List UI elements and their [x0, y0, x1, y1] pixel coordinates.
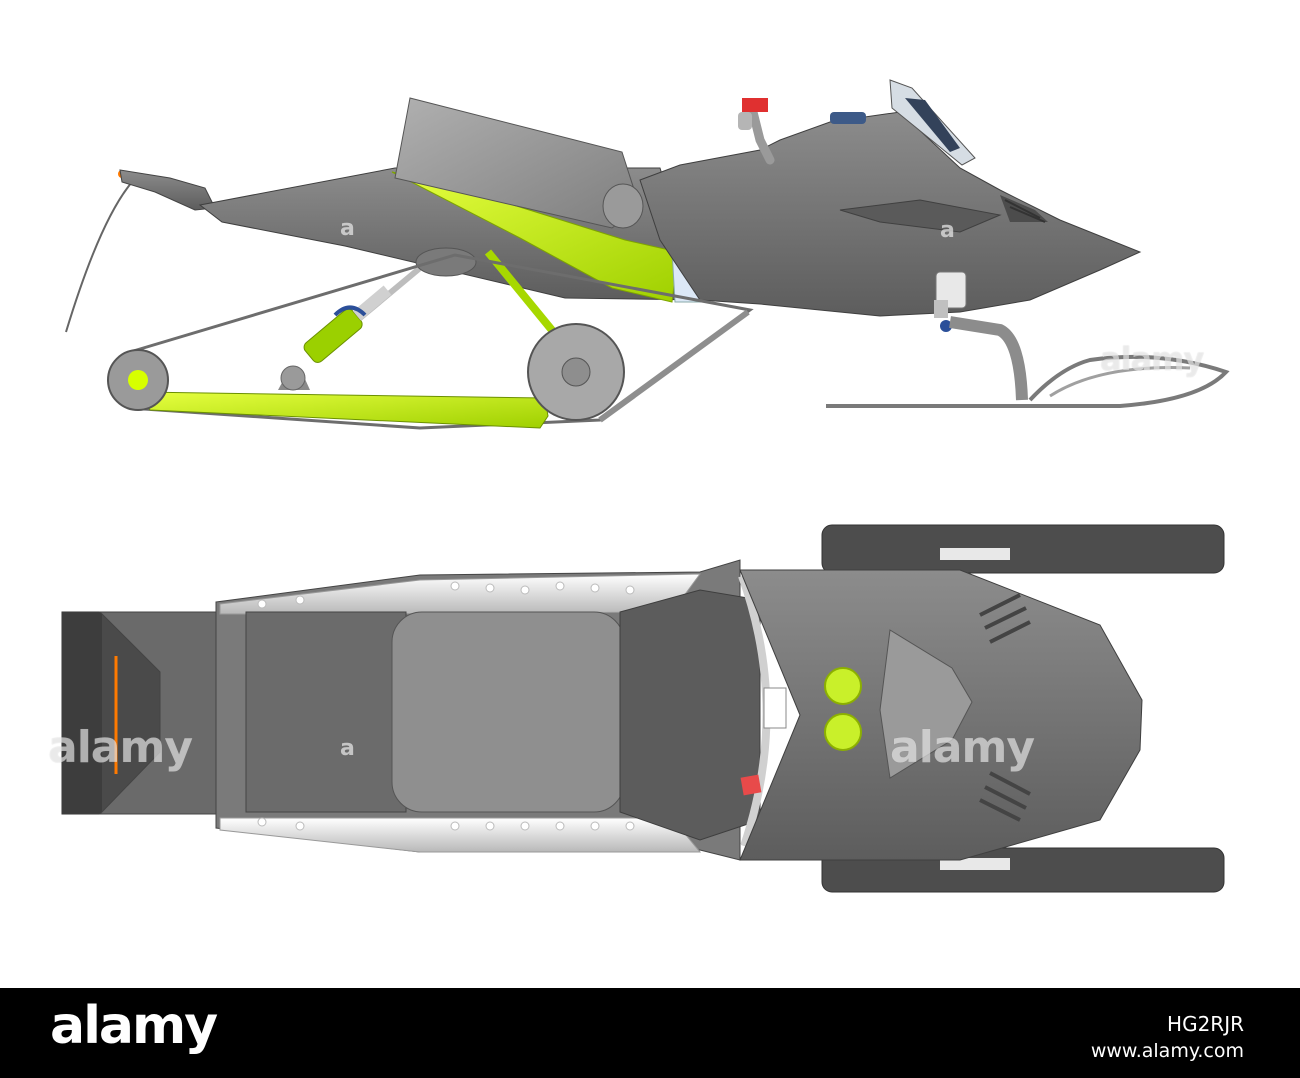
footer-image-id: HG2RJR	[1167, 1012, 1244, 1036]
shock-front	[935, 271, 967, 309]
watermark: alamy	[1100, 340, 1204, 378]
watermark-mark: a	[340, 216, 355, 241]
top-seat	[391, 611, 625, 813]
rear-shock	[303, 285, 392, 363]
idler-hub	[415, 247, 477, 277]
top-seat-base	[245, 611, 407, 813]
footer-url[interactable]: www.alamy.com	[1090, 1040, 1244, 1062]
footer-bar: alamy HG2RJR www.alamy.com	[0, 988, 1300, 1078]
top-gauge-lower	[824, 713, 862, 751]
ski	[826, 354, 1230, 408]
handlebar	[747, 103, 775, 165]
footer-logo[interactable]: alamy	[50, 996, 218, 1056]
top-brake-light	[740, 774, 762, 796]
side-view	[65, 79, 1230, 430]
top-gauge-upper	[824, 667, 862, 705]
top-ski-upper	[821, 524, 1225, 574]
illustration-stage: alamy alamy a a a alamy	[48, 79, 1230, 893]
top-key-switch	[763, 687, 787, 729]
snowmobile-illustration	[61, 79, 1230, 893]
ski-spindle	[949, 316, 1028, 401]
top-view	[61, 524, 1225, 893]
rear-flap	[119, 169, 216, 211]
watermark-mark: a	[340, 736, 355, 761]
gauge-pod	[830, 112, 866, 124]
flag-antenna	[65, 181, 133, 333]
watermark: alamy	[890, 722, 1035, 773]
watermark-mark: a	[940, 218, 955, 243]
watermark: alamy	[48, 722, 193, 773]
top-console	[619, 589, 761, 841]
top-rail-lower	[219, 817, 702, 853]
